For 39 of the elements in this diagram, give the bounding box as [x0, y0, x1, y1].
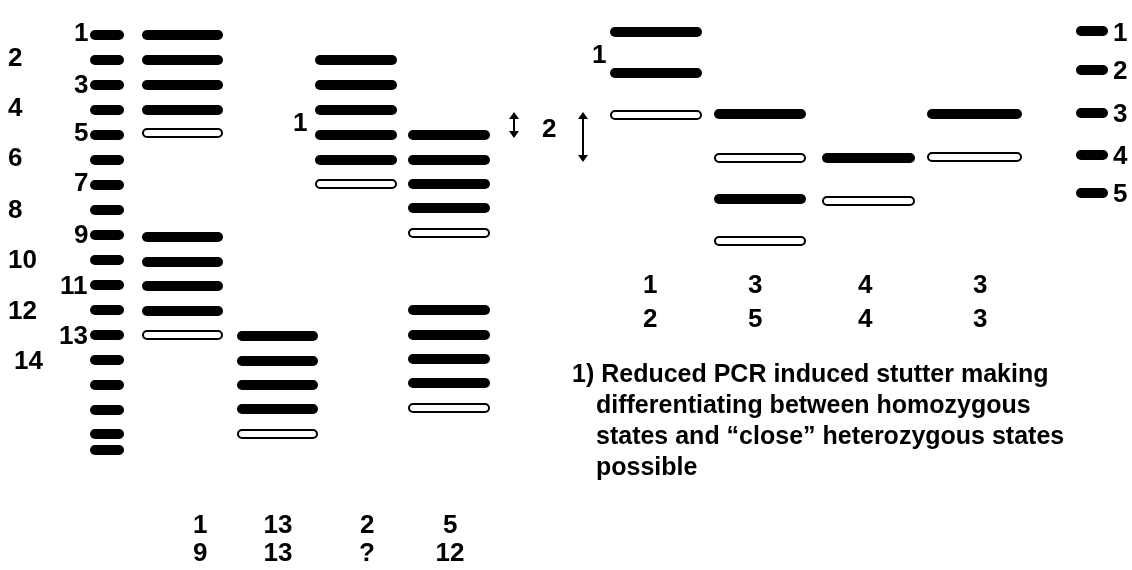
band-number: 3 — [1113, 99, 1128, 127]
band-number: ? — [359, 538, 375, 566]
band-number: 2 — [360, 510, 375, 538]
band-number: 5 — [748, 304, 763, 332]
band-number: 14 — [14, 346, 43, 374]
band-number: 3 — [74, 70, 89, 98]
band-number: 5 — [443, 510, 458, 538]
band-number: 13 — [263, 538, 293, 566]
note-text: 1) Reduced PCR induced stutter making differentiating between homozygous states and “close” heterozygous states possible — [572, 358, 1066, 482]
band-number: 1 — [643, 270, 658, 298]
band-number: 9 — [193, 538, 208, 566]
band-number: 10 — [8, 245, 37, 273]
band-number: 8 — [8, 195, 23, 223]
band-number: 2 — [1113, 56, 1128, 84]
band-number: 3 — [973, 270, 988, 298]
band-number: 4 — [1113, 141, 1128, 169]
band-number: 2 — [643, 304, 658, 332]
band-number: 1 — [293, 108, 308, 136]
band-number: 2 — [8, 43, 23, 71]
band-number: 5 — [74, 118, 89, 146]
band-number: 12 — [435, 538, 465, 566]
band-number: 4 — [858, 304, 873, 332]
band-number: 12 — [8, 296, 37, 324]
band-number: 7 — [74, 168, 89, 196]
band-number: 3 — [748, 270, 763, 298]
band-number: 1 — [193, 510, 208, 538]
band-number: 6 — [8, 143, 23, 171]
band-number: 1 — [74, 18, 89, 46]
band-number: 4 — [858, 270, 873, 298]
band-number: 1 — [1113, 18, 1128, 46]
band-number: 3 — [973, 304, 988, 332]
band-number: 4 — [8, 93, 23, 121]
band-number: 5 — [1113, 179, 1128, 207]
band-number: 13 — [59, 321, 88, 349]
band-number: 1 — [592, 40, 607, 68]
band-number: 11 — [60, 271, 88, 299]
band-number: 2 — [542, 114, 557, 142]
band-number: 9 — [74, 220, 89, 248]
band-number: 13 — [263, 510, 293, 538]
